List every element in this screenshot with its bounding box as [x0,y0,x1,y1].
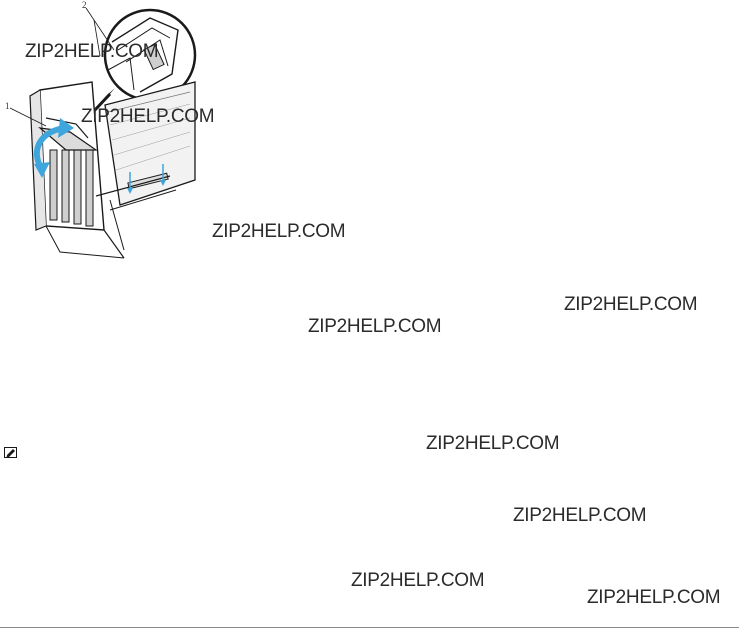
watermark-text: ZIP2HELP.COM [564,294,698,315]
watermark-text: ZIP2HELP.COM [587,587,721,608]
watermark-text: ZIP2HELP.COM [25,41,159,62]
card-cage [29,81,196,259]
insertion-arrows [127,164,166,194]
watermark-text: ZIP2HELP.COM [81,106,215,127]
watermark-text: ZIP2HELP.COM [308,316,442,337]
rotation-arrow [34,118,74,178]
note-pencil-icon [4,447,17,458]
detail-magnifier [93,8,197,102]
watermark-text: ZIP2HELP.COM [513,505,647,526]
watermark-text: ZIP2HELP.COM [351,570,485,591]
watermark-text: ZIP2HELP.COM [426,433,560,454]
card-retention-illustration [9,7,197,259]
callout-number-1: 1 [5,101,10,111]
bottom-divider [0,627,739,628]
watermark-text: ZIP2HELP.COM [212,221,346,242]
callout-number-2: 2 [82,0,87,10]
